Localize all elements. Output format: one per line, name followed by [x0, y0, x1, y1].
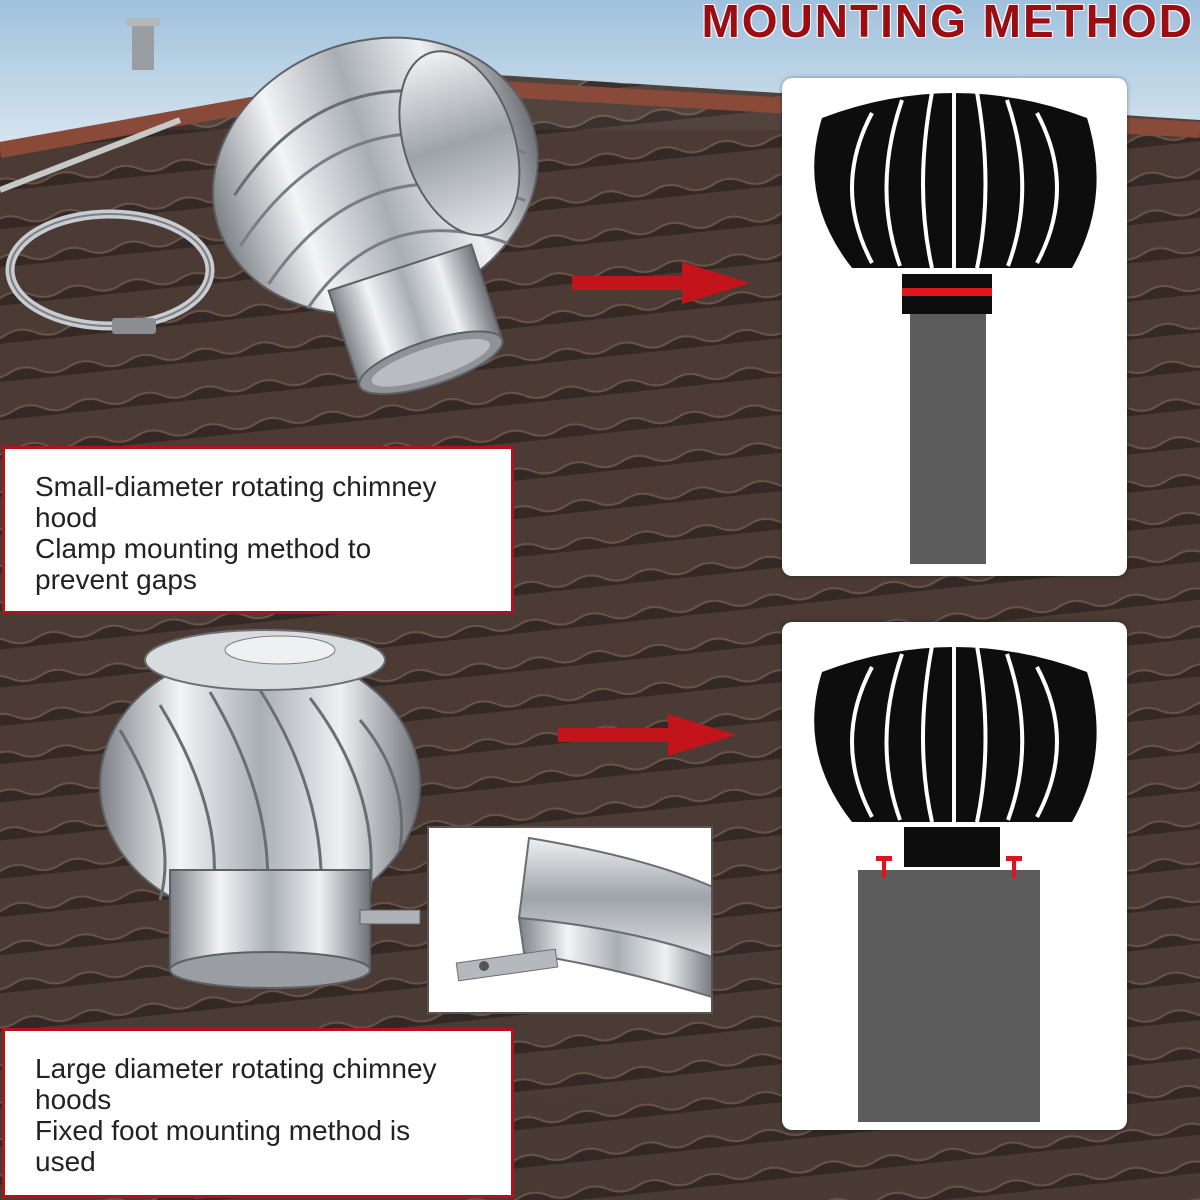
caption-line: used — [35, 1146, 96, 1177]
arrow-right-icon — [572, 262, 750, 304]
mounting-screw-icon — [1006, 856, 1022, 878]
caption-line: Clamp mounting method to — [35, 533, 372, 564]
mounting-screw-icon — [876, 856, 892, 878]
fixed-foot-mount-diagram — [782, 622, 1127, 1130]
caption-line: Small-diameter rotating chimney — [35, 471, 437, 502]
caption-line: Fixed foot mounting method is — [35, 1115, 411, 1146]
page-title: MOUNTING METHOD — [701, 0, 1194, 47]
caption-line: hood — [35, 502, 98, 533]
small-hood-photo — [5, 36, 539, 395]
small-hood-caption: Small-diameter rotating chimney hood Cla… — [2, 446, 514, 614]
clamp-mount-diagram — [782, 78, 1127, 576]
large-hood-caption: Large diameter rotating chimney hoods Fi… — [2, 1028, 514, 1198]
clamp-band — [902, 288, 992, 296]
large-hood-photo — [99, 629, 421, 989]
caption-line: Large diameter rotating chimney — [35, 1053, 437, 1084]
caption-line: hoods — [35, 1084, 112, 1115]
caption-line: prevent gaps — [35, 564, 197, 595]
fixed-foot-closeup — [427, 826, 713, 1014]
arrow-right-icon — [558, 714, 736, 756]
